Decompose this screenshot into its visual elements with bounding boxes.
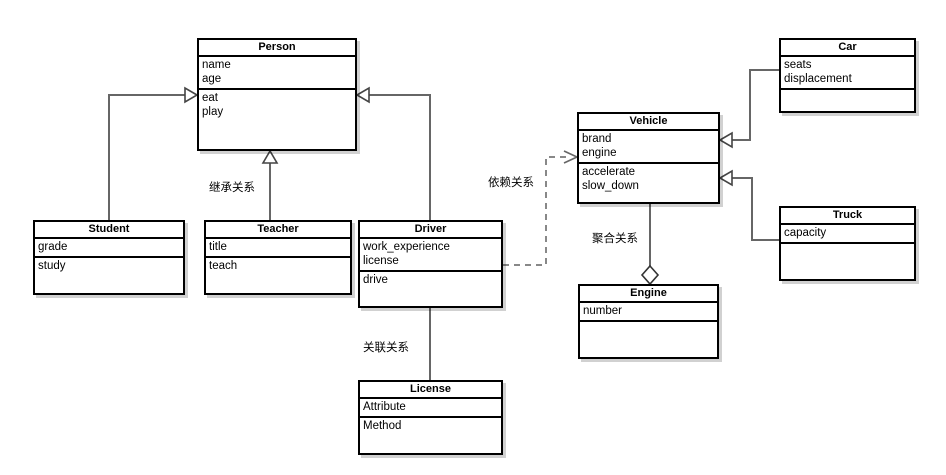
class-box-student[interactable]: Student grade study [33,220,185,295]
attribute-row: number [583,305,622,317]
class-name-vehicle: Vehicle [579,114,718,131]
method-row: play [202,106,224,118]
edge-driver-vehicle-dependency[interactable] [503,150,578,266]
class-name-license: License [360,382,501,399]
method-row: Method [363,420,402,432]
attribute-row: capacity [784,227,827,239]
class-attributes-driver: work_experience license [360,239,501,272]
edge-driver-person-inheritance[interactable] [355,86,431,220]
attribute-row: license [363,255,399,267]
class-box-car[interactable]: Car seats displacement [779,38,916,113]
class-name-car: Car [781,40,914,57]
class-name-student: Student [35,222,183,239]
edge-label-dependency: 依赖关系 [487,176,535,190]
class-name-driver: Driver [360,222,501,239]
class-attributes-vehicle: brand engine [579,131,718,164]
class-methods-driver: drive [360,272,501,289]
edge-teacher-person-inheritance[interactable] [261,149,279,220]
edge-label-aggregation: 聚合关系 [591,232,639,246]
edge-label-association: 关联关系 [362,341,410,355]
edge-vehicle-engine-aggregation[interactable] [640,204,660,286]
attribute-row: name [202,59,231,71]
class-box-engine[interactable]: Engine number [578,284,719,359]
edge-car-vehicle-inheritance[interactable] [718,69,779,149]
method-row: accelerate [582,166,636,178]
class-methods-engine [580,322,717,325]
class-box-driver[interactable]: Driver work_experience license drive [358,220,503,308]
class-methods-teacher: teach [206,258,350,275]
class-methods-vehicle: accelerate slow_down [579,164,718,195]
class-attributes-engine: number [580,303,717,322]
class-box-truck[interactable]: Truck capacity [779,206,916,281]
attribute-row: grade [38,241,68,253]
class-box-person[interactable]: Person name age eat play [197,38,357,151]
attribute-row: work_experience [363,241,450,253]
class-attributes-license: Attribute [360,399,501,418]
method-row: study [38,260,66,272]
attribute-row: seats [784,59,812,71]
class-attributes-truck: capacity [781,225,914,244]
class-box-teacher[interactable]: Teacher title teach [204,220,352,295]
class-attributes-car: seats displacement [781,57,914,90]
method-row: eat [202,92,218,104]
attribute-row: title [209,241,227,253]
attribute-row: age [202,73,222,85]
attribute-row: Attribute [363,401,406,413]
class-methods-student: study [35,258,183,275]
class-name-teacher: Teacher [206,222,350,239]
method-row: drive [363,274,388,286]
attribute-row: engine [582,147,617,159]
class-methods-license: Method [360,418,501,435]
class-name-person: Person [199,40,355,57]
class-attributes-student: grade [35,239,183,258]
class-box-vehicle[interactable]: Vehicle brand engine accelerate slow_dow… [577,112,720,204]
attribute-row: displacement [784,73,852,85]
edge-truck-vehicle-inheritance[interactable] [718,169,779,241]
class-methods-car [781,90,914,93]
edge-label-inheritance: 继承关系 [208,181,256,195]
edge-student-person-inheritance[interactable] [108,86,199,220]
class-attributes-teacher: title [206,239,350,258]
attribute-row: brand [582,133,612,145]
method-row: teach [209,260,238,272]
method-row: slow_down [582,180,639,192]
class-box-license[interactable]: License Attribute Method [358,380,503,455]
class-name-truck: Truck [781,208,914,225]
class-methods-truck [781,244,914,247]
class-methods-person: eat play [199,90,355,121]
class-attributes-person: name age [199,57,355,90]
class-name-engine: Engine [580,286,717,303]
